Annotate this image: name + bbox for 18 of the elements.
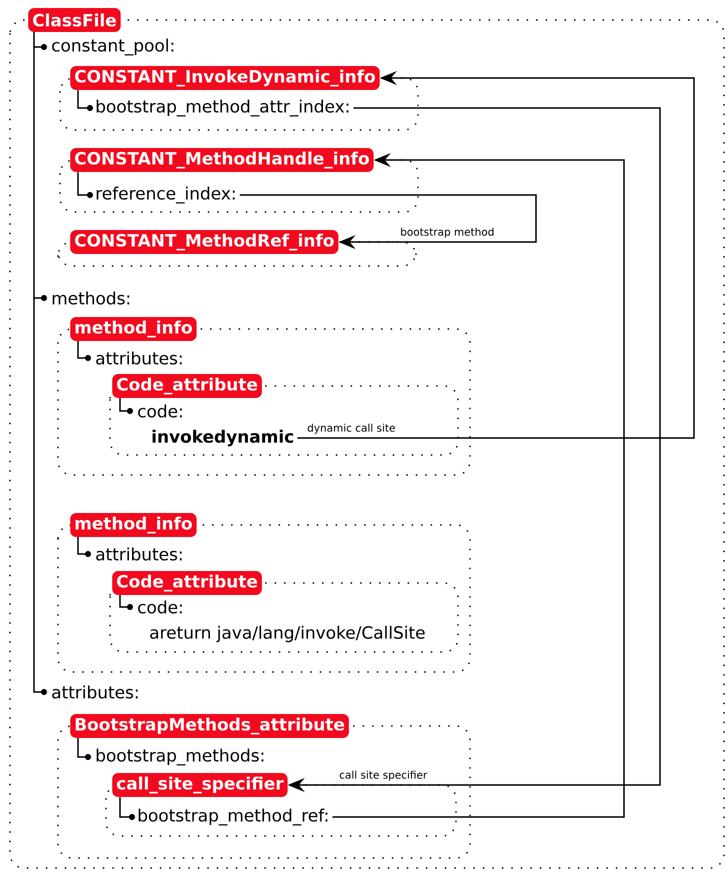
field-name: attributes: <box>96 547 182 561</box>
field-name: bootstrap_methods: <box>96 748 264 766</box>
field-name: code: <box>138 404 182 418</box>
edge-label: dynamic call site <box>306 422 396 435</box>
field-name: code: <box>138 600 182 614</box>
instruction-text: invokedynamic <box>152 430 294 446</box>
instruction-text: areturn java/lang/invoke/CallSite <box>150 626 425 642</box>
arrow <box>240 194 537 250</box>
field-name: reference_index: <box>96 186 235 204</box>
tree-branch <box>77 90 93 111</box>
field-name: bootstrap_method_attr_index: <box>96 100 348 116</box>
tree-branch <box>77 172 93 198</box>
field-name: constant_pool: <box>52 38 174 56</box>
field-name: bootstrap_method_ref: <box>138 808 328 826</box>
tree-branch <box>119 797 135 820</box>
field-name: attributes: <box>96 351 182 365</box>
field-name: attributes: <box>52 685 138 699</box>
field-name: methods: <box>52 291 130 305</box>
